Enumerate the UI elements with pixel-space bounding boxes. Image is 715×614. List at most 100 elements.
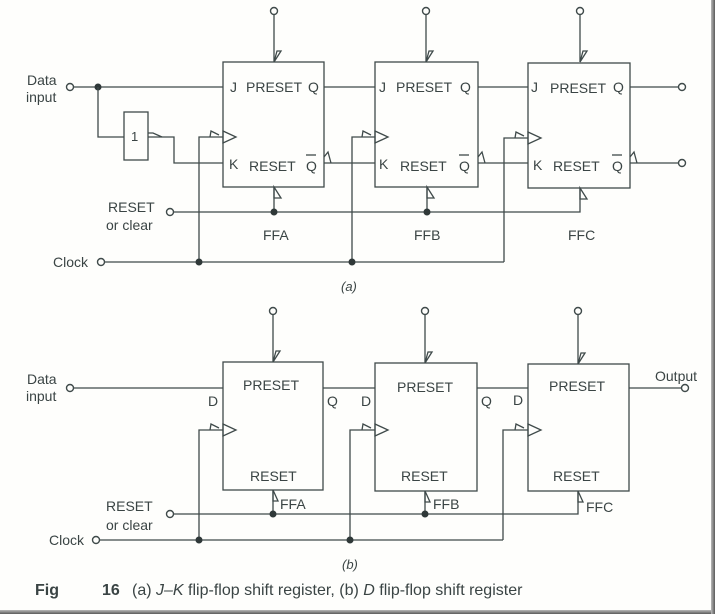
- preset-pin-label: PRESET: [246, 79, 302, 95]
- clock-edge-ffa: [209, 423, 220, 431]
- q-pin-label: Q: [460, 79, 471, 95]
- preset-terminal-ffb[interactable]: [420, 306, 430, 316]
- reset-indicator-ffb: [424, 490, 432, 503]
- clock-inputs-b: [198, 422, 543, 540]
- preset-terminal-ffa[interactable]: [269, 6, 279, 16]
- d-pin-label: D: [513, 392, 523, 408]
- preset-pin-label: PRESET: [243, 377, 299, 393]
- q-pin-label: Q: [327, 393, 338, 409]
- caption-a-tag: (a): [132, 582, 152, 599]
- flip-flop-ffa-b: [222, 361, 324, 491]
- clock-edge-ffc: [514, 423, 525, 431]
- clock-terminal-a[interactable]: [96, 257, 106, 267]
- junction-dot: [195, 258, 203, 266]
- qbar-output-terminal[interactable]: [677, 158, 687, 168]
- reset-bus-a: [174, 188, 581, 213]
- reset-terminal-b[interactable]: [165, 509, 175, 519]
- qbar-indicator-ffc: [629, 150, 638, 164]
- reset-label-line2: or clear: [106, 517, 153, 533]
- preset-terminal-ffb[interactable]: [421, 6, 431, 16]
- reset-indicator-ffc: [579, 185, 589, 200]
- data-input-terminal-a[interactable]: [65, 82, 75, 92]
- clock-wire-ffb: [349, 429, 375, 540]
- clock-inputs-a: [198, 129, 543, 262]
- clock-edge-ffb: [361, 130, 372, 138]
- clock-wire-ffb: [351, 136, 375, 262]
- clock-wire-ffc: [503, 137, 528, 262]
- reset-pin-label: RESET: [249, 158, 296, 174]
- q-output-terminal[interactable]: [677, 82, 687, 92]
- caption-part-a: (a) J–K flip-flop shift register, (b) D …: [132, 582, 523, 599]
- output-label: Output: [655, 368, 697, 384]
- d-pin-label: D: [361, 393, 371, 409]
- clock-label: Clock: [49, 532, 85, 548]
- preset-terminal-ffc[interactable]: [573, 306, 583, 316]
- preset-indicator-ffa: [272, 350, 282, 363]
- data-input-terminal-b[interactable]: [65, 383, 75, 393]
- j-pin-label: J: [531, 79, 538, 95]
- reset-terminal-a[interactable]: [165, 207, 175, 217]
- ffc-label: FFC: [568, 227, 595, 243]
- preset-pin-label: PRESET: [396, 79, 452, 95]
- qbar-pin-label: Q: [459, 158, 470, 174]
- clock-edge-ffc: [514, 131, 525, 139]
- junction-dot: [421, 510, 429, 518]
- junction-dot: [269, 510, 277, 518]
- data-input-label-line2: input: [26, 89, 56, 105]
- part-a-jk-register: Data input RESET or clear Clock 1 J PRES…: [26, 6, 687, 294]
- caption-a-italic: J–K: [155, 582, 185, 599]
- clock-edge-ffa: [209, 130, 220, 138]
- part-b-sublabel: (b): [342, 557, 358, 572]
- inverter-gate: [123, 111, 149, 161]
- caption-a-rest: flip-flop shift register,: [188, 582, 335, 599]
- qbar-pin-label: Q: [612, 158, 623, 174]
- output-terminal[interactable]: [680, 383, 690, 393]
- k-pin-label: K: [229, 156, 239, 172]
- preset-terminal-ffa[interactable]: [268, 306, 278, 316]
- clock-wire-ffa: [198, 429, 223, 540]
- caption-fig-label: Fig: [35, 582, 59, 599]
- reset-bus-b: [174, 491, 579, 515]
- reset-label-line1: RESET: [108, 199, 155, 215]
- data-input-label-line1: Data: [27, 72, 57, 88]
- j-pin-label: J: [230, 79, 237, 95]
- preset-pin-label: PRESET: [550, 80, 606, 96]
- data-input-label-line2: input: [26, 388, 56, 404]
- preset-indicator-ffb: [424, 351, 434, 364]
- part-a-sublabel: (a): [341, 279, 357, 294]
- qbar-indicator-ffb: [477, 150, 486, 164]
- preset-terminal-ffc[interactable]: [575, 6, 585, 16]
- caption-b-rest: flip-flop shift register: [379, 582, 523, 599]
- reset-indicator-ffb: [426, 184, 436, 199]
- data-input-label-line1: Data: [27, 371, 57, 387]
- q-pin-label: Q: [308, 79, 319, 95]
- clock-edge-ffb: [361, 423, 372, 431]
- preset-indicator-ffc: [579, 50, 589, 63]
- reset-pin-label: RESET: [553, 158, 600, 174]
- inverter-bubble: [148, 132, 163, 138]
- q-pin-label: Q: [613, 79, 624, 95]
- reset-indicator-ffa: [273, 184, 283, 199]
- preset-inputs-b: [268, 306, 587, 365]
- qbar-indicator-ffa: [323, 150, 332, 164]
- flip-flop-ffb-a: [374, 61, 479, 188]
- inverter-to-k-wire: [148, 136, 223, 164]
- q-pin-label: Q: [481, 393, 492, 409]
- clock-label: Clock: [53, 254, 89, 270]
- caption-fig-number: 16: [102, 582, 120, 599]
- inverter-label: 1: [131, 129, 138, 144]
- j-pin-label: J: [379, 79, 386, 95]
- flip-flop-ffc-b: [527, 363, 630, 492]
- ffc-label: FFC: [586, 499, 613, 515]
- clock-terminal-b[interactable]: [91, 535, 101, 545]
- reset-indicator-ffc: [577, 490, 585, 503]
- caption-b-italic: D: [363, 582, 375, 599]
- clock-wire-ffa: [198, 136, 223, 262]
- reset-label-line1: RESET: [106, 498, 153, 514]
- junction-dot: [348, 258, 356, 266]
- junction-dot: [195, 536, 203, 544]
- ffa-label: FFA: [263, 227, 289, 243]
- part-b-d-register: Data input RESET or clear Clock Output P…: [26, 306, 697, 572]
